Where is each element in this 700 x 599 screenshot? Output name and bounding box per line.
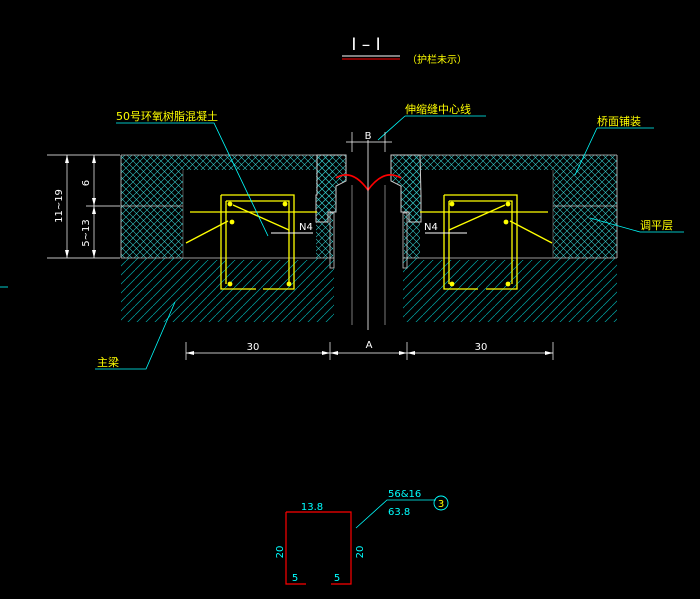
girder-ground	[121, 258, 617, 322]
dim-gap-label: B	[365, 131, 372, 142]
steel-profile-left	[315, 154, 347, 223]
epoxy-zone-right	[420, 170, 553, 260]
leader-leveling	[589, 217, 684, 233]
leaders	[95, 115, 684, 370]
n4-label-right: N4	[424, 222, 438, 233]
leader-deck	[574, 127, 654, 176]
rebar-right	[420, 194, 553, 290]
section-title-text: I – I	[351, 35, 380, 55]
detail-spec-bottom: 63.8	[388, 507, 410, 518]
leader-girder	[95, 301, 176, 370]
n4-label-left: N4	[299, 222, 313, 233]
rebar-dots	[227, 201, 511, 287]
epoxy-outline	[182, 170, 554, 258]
rebar-stirrup-right-outer	[443, 194, 518, 290]
deck-outline-left	[120, 154, 334, 259]
dim-right-width: 30	[475, 342, 488, 353]
label-epoxy-concrete: 50号环氧树脂混凝土	[116, 109, 218, 123]
steel-profile-right	[390, 154, 422, 223]
detail-left: 20	[275, 546, 286, 559]
section-title: I – I （护栏未示）	[342, 35, 467, 66]
girder-hatch-right	[403, 258, 617, 322]
detail-spec-top: 56&16	[388, 489, 421, 500]
label-joint-centerline: 伸缩缝中心线	[405, 102, 471, 116]
dim-vertical-extensions	[47, 154, 120, 259]
rebar-detail: 13.8 20 20 5 5 56&16 63.8 3	[275, 489, 449, 585]
detail-top: 13.8	[301, 502, 323, 513]
label-leveling-layer: 调平层	[640, 219, 673, 232]
anchor-plate-right	[402, 212, 408, 269]
detail-right: 20	[355, 546, 366, 559]
dim-lower-height: 5~13	[81, 219, 92, 246]
rebar-stirrup-left-inner	[225, 200, 290, 284]
leader-epoxy	[116, 122, 269, 237]
anchor-plate-left	[329, 212, 335, 269]
rebar-diagonal-right	[448, 204, 553, 244]
joint-centerline	[351, 140, 386, 330]
epoxy-zone-left	[183, 170, 316, 260]
rebar-stirrup-left-outer	[220, 194, 295, 290]
label-main-girder: 主梁	[97, 355, 119, 369]
dim-center: A	[366, 340, 373, 351]
dim-total-height: 11~19	[54, 189, 65, 223]
deck-layers	[120, 154, 618, 260]
rebar-stirrup-right-inner	[448, 200, 513, 284]
dim-vertical	[47, 154, 120, 259]
detail-leader	[355, 499, 436, 529]
detail-callout-number: 3	[438, 499, 444, 510]
detail-bottom-right: 5	[334, 573, 340, 584]
deck-outline-right	[403, 154, 618, 259]
steel-profiles	[315, 154, 422, 269]
leader-centerline	[377, 115, 486, 141]
dim-row	[185, 342, 554, 360]
rebar-detail-shape	[285, 511, 352, 585]
section-note: （护栏未示）	[407, 53, 467, 66]
rebar-left	[185, 194, 317, 290]
dim-gap	[346, 132, 392, 152]
dim-gap-lines	[346, 132, 392, 152]
dim-upper-height: 6	[81, 180, 92, 186]
detail-callout-circle	[433, 495, 449, 511]
girder-hatch-left	[121, 258, 334, 322]
detail-bottom-left: 5	[292, 573, 298, 584]
dim-left-width: 30	[247, 342, 260, 353]
label-deck-pavement: 桥面铺装	[597, 115, 641, 128]
rebar-diagonal-left	[185, 204, 290, 244]
dim-row-ticks	[185, 342, 554, 360]
